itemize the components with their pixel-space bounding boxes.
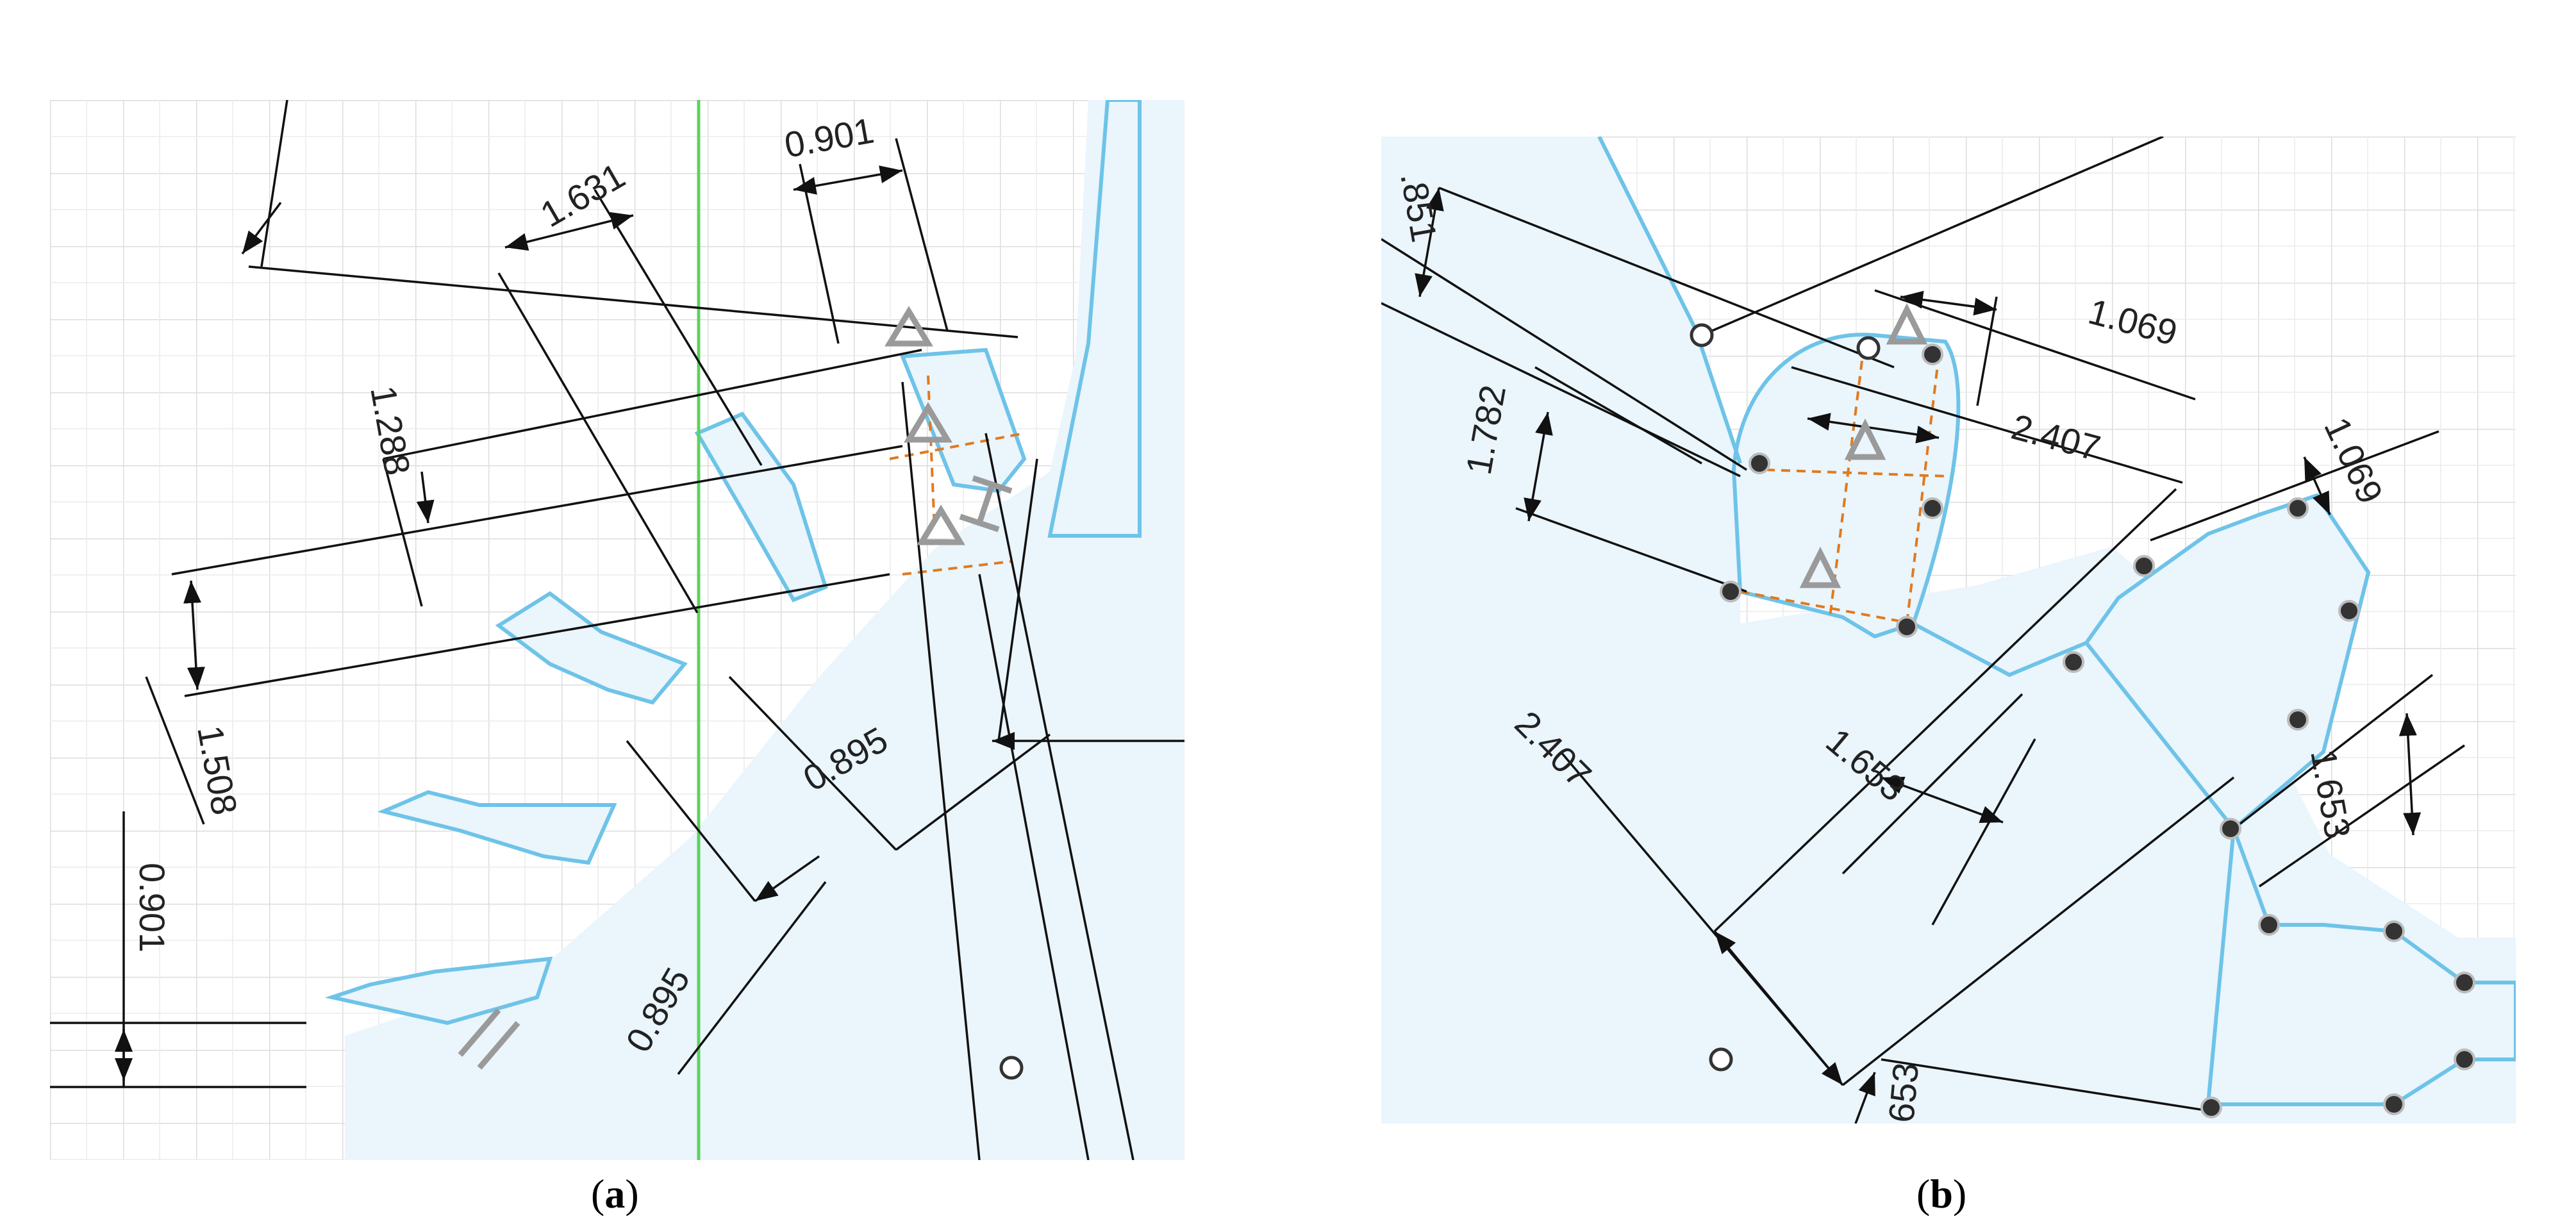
sketch-point[interactable] — [2454, 1049, 2475, 1070]
gear-body-fill — [345, 100, 1184, 1160]
sketch-point[interactable] — [1749, 452, 1770, 474]
gear-tooth[interactable] — [694, 411, 828, 602]
sketch-point[interactable] — [1922, 497, 1943, 519]
panel-b-canvas: .851 1.069 1.782 2.407 1.069 1.653 1.653… — [1381, 137, 2516, 1124]
sketch-point[interactable] — [2383, 920, 2405, 942]
sketch-point[interactable] — [999, 1056, 1024, 1080]
sketch-point[interactable] — [2063, 651, 2084, 673]
sketch-point[interactable] — [1690, 323, 1714, 347]
equal-constraint-icon[interactable] — [458, 1008, 520, 1070]
dimension-label[interactable]: 653 — [1881, 1061, 1926, 1124]
sketch-point[interactable] — [2220, 818, 2241, 840]
sketch-point[interactable] — [2258, 914, 2280, 936]
gear-tooth[interactable] — [495, 591, 688, 705]
triangle-constraint-icon[interactable] — [904, 402, 952, 443]
triangle-constraint-icon[interactable] — [917, 504, 965, 545]
sketch-point[interactable] — [2133, 555, 2155, 577]
gear-teeth[interactable] — [324, 100, 1142, 1025]
panel-b-sketch: .851 1.069 1.782 2.407 1.069 1.653 1.653… — [1381, 137, 2516, 1124]
sketch-point[interactable] — [1720, 581, 1741, 602]
sketch-point[interactable] — [2454, 972, 2475, 993]
triangle-constraint-icon[interactable] — [885, 306, 933, 347]
triangle-constraint-icon[interactable] — [1799, 546, 1841, 588]
sketch-point[interactable] — [1856, 336, 1881, 360]
gear-tooth[interactable] — [2206, 827, 2516, 1106]
triangle-constraint-icon[interactable] — [1886, 303, 1928, 345]
gear-tooth[interactable] — [377, 790, 617, 865]
caption-b-letter: b — [1930, 1171, 1953, 1216]
dimension-label[interactable]: 0.901 — [132, 863, 172, 952]
constraint-icons[interactable] — [458, 306, 1013, 1070]
panel-a-sketch: 0.901 1.631 1.288 1.508 0.895 0.895 0.90… — [50, 100, 1184, 1160]
sketch-point[interactable] — [1709, 1047, 1733, 1072]
sketch-point[interactable] — [2383, 1093, 2405, 1115]
panel-a-canvas: 0.901 1.631 1.288 1.508 0.895 0.895 0.90… — [50, 100, 1184, 1160]
sketch-point[interactable] — [1896, 616, 1918, 638]
sketch-point[interactable] — [2287, 497, 2309, 519]
gear-rim[interactable] — [1047, 100, 1142, 538]
caption-a: (a) — [591, 1171, 639, 1216]
caption-a-letter: a — [604, 1171, 626, 1216]
sketch-points[interactable] — [1690, 323, 2475, 1118]
coincident-constraint-icon[interactable] — [959, 475, 1013, 533]
sketch-point[interactable] — [2338, 600, 2360, 622]
caption-b: (b) — [1916, 1171, 1967, 1216]
gear-tooth[interactable] — [899, 347, 1027, 494]
gear-profile[interactable] — [1731, 333, 2516, 1106]
sketch-point[interactable] — [2200, 1097, 2222, 1118]
construction-lines — [1740, 354, 1946, 625]
dimension-lines — [50, 100, 1184, 1160]
gear-tooth[interactable] — [324, 956, 553, 1025]
constraint-icons[interactable] — [1799, 303, 1928, 588]
sketch-point[interactable] — [1922, 344, 1943, 365]
gear-tooth[interactable] — [2084, 493, 2371, 832]
dimension-lines — [1381, 137, 2465, 1124]
triangle-constraint-icon[interactable] — [1844, 418, 1886, 460]
sketch-point[interactable] — [2287, 709, 2309, 731]
